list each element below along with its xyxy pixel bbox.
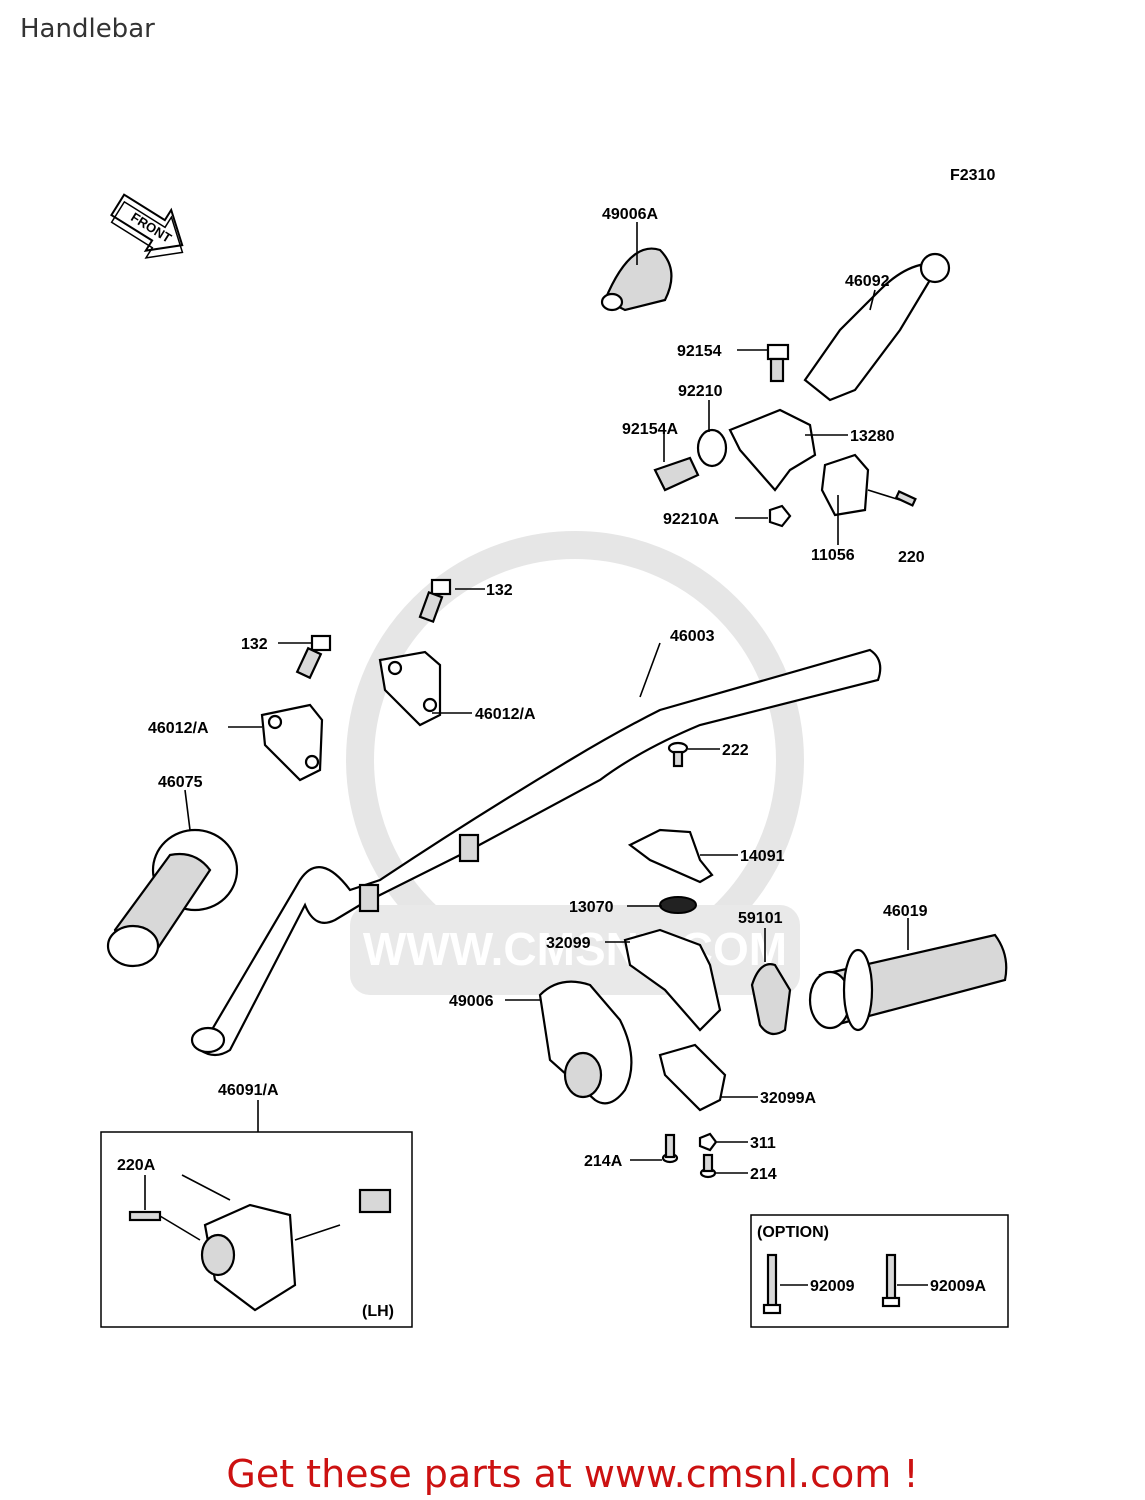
cable-guide-14091 [627,828,714,884]
label-59101: 59101 [738,910,783,927]
cover-49006 [538,980,633,1105]
label-214: 214 [750,1166,777,1183]
label-46092: 46092 [845,273,890,290]
lever-holder-13280 [728,408,817,492]
screw-214 [699,1153,717,1179]
handlebar [190,648,882,1057]
label-46091A: 46091/A [218,1082,279,1099]
label-lh: (LH) [362,1303,394,1320]
label-13070: 13070 [569,899,614,916]
label-92154A: 92154A [622,421,678,438]
throttle-case-32099A [658,1043,727,1112]
right-grip-46019 [808,933,1008,1032]
page-title: Handlebar [20,14,155,44]
label-49006: 49006 [449,993,494,1010]
leader-lines [144,222,928,1286]
label-311: 311 [750,1135,776,1152]
handlebar-clamp-left [260,703,324,782]
label-14091: 14091 [740,848,785,865]
holder-clamp-11056 [820,453,870,517]
label-92210A: 92210A [663,511,719,528]
screw-222 [667,741,689,768]
front-arrow-icon: FRONT [110,193,184,259]
label-92154: 92154 [677,343,722,360]
label-46003: 46003 [670,628,715,645]
label-32099: 32099 [546,935,591,952]
adjuster-92154A [653,456,700,492]
label-49006A: 49006A [602,206,658,223]
handlebar-clamp-right [378,650,442,727]
label-220: 220 [898,549,925,566]
label-46019: 46019 [883,903,928,920]
screw-214A [661,1133,679,1164]
label-32099A: 32099A [760,1090,816,1107]
label-46012A-right: 46012/A [475,706,536,723]
figure-code: F2310 [950,167,995,184]
lh-switch-inset: 220A (LH) [100,1131,413,1328]
left-grip [106,828,239,968]
label-214A: 214A [584,1153,623,1170]
clutch-lever-46092 [803,252,951,402]
label-220A: 220A [117,1157,156,1174]
nut-92210A [768,504,792,528]
label-11056: 11056 [811,547,855,564]
screw-220 [894,490,917,507]
footer-link-text[interactable]: Get these parts at www.cmsnl.com ! [226,1452,919,1496]
bolt-132-left [295,634,332,680]
bolt-92154 [766,343,790,383]
collar-59101 [750,963,792,1036]
label-132-right: 132 [486,582,513,599]
option-inset: (OPTION) 92009 92009A [750,1214,1009,1328]
label-92210: 92210 [678,383,723,400]
label-132-left: 132 [241,636,268,653]
dust-cover-49006A [600,247,673,312]
label-option: (OPTION) [757,1224,829,1241]
nut-311 [698,1132,718,1152]
nut-92210 [696,428,728,468]
label-222: 222 [722,742,749,759]
label-13280: 13280 [850,428,895,445]
label-46075: 46075 [158,774,203,791]
label-92009A: 92009A [930,1278,986,1295]
label-92009: 92009 [810,1278,855,1295]
bolt-132-right [418,578,452,624]
clamp-13070 [659,896,697,914]
label-46012A-left: 46012/A [148,720,209,737]
throttle-case-32099 [623,928,722,1032]
part-labels: 49006A 46092 92154 92210 92154A 13280 92… [148,206,928,1183]
watermark-text: WWW.CMSNL.COM [363,923,787,975]
